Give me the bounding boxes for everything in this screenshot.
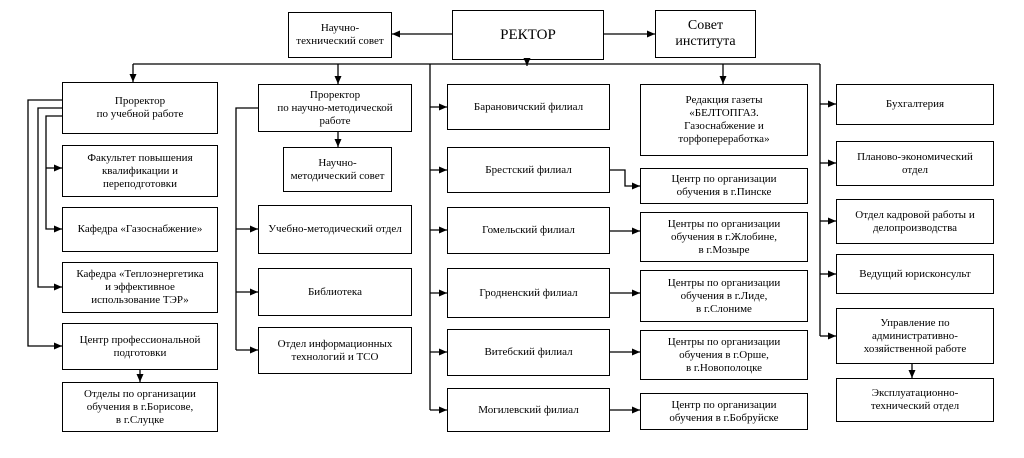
administration-unit-box: Управление по административно- хозяйстве… [836, 308, 994, 364]
branch-box: Витебский филиал [447, 329, 610, 376]
methodical-council-label: Научно- методический совет [290, 156, 385, 182]
academic-unit-box: Кафедра «Газоснабжение» [62, 207, 218, 252]
training-departments-label: Отделы по организации обучения в г.Борис… [84, 387, 196, 426]
branch-box: Гродненский филиал [447, 268, 610, 318]
administration-unit-box: Планово-экономический отдел [836, 141, 994, 186]
administration-unit-label: Бухгалтерия [885, 98, 945, 110]
methodical-unit-box: Библиотека [258, 268, 412, 316]
training-center-box: Центр по организации обучения в г.Бобруй… [640, 393, 808, 430]
academic-unit-label: Кафедра «Теплоэнергетика и эффективное и… [76, 268, 204, 306]
academic-unit-label: Кафедра «Газоснабжение» [77, 223, 203, 235]
methodical-prorector-box: Проректор по научно-методической работе [258, 84, 412, 132]
academic-unit-label: Центр профессиональной подготовки [79, 333, 201, 359]
branch-box: Барановичский филиал [447, 84, 610, 130]
training-center-label: Центры по организации обучения в г.Орше,… [667, 335, 781, 374]
branch-label: Гродненский филиал [479, 286, 578, 299]
training-center-box: Центры по организации обучения в г.Лиде,… [640, 270, 808, 322]
methodical-unit-label: Отдел информационных технологий и ТСО [277, 337, 393, 363]
academic-unit-box: Факультет повышения квалификации и переп… [62, 145, 218, 197]
connector-arrow [45, 115, 62, 233]
administration-unit-box: Ведущий юрисконсульт [836, 254, 994, 294]
administration-unit-label: Отдел кадровой работы и делопроизводства [855, 208, 975, 234]
methodical-council-box: Научно- методический совет [283, 147, 392, 192]
administration-unit-box: Бухгалтерия [836, 84, 994, 125]
methodical-unit-label: Библиотека [307, 285, 362, 298]
rector-label: РЕКТОР [500, 27, 556, 43]
academic-prorector-label: Проректор по учебной работе [96, 95, 184, 120]
branch-box: Могилевский филиал [447, 388, 610, 432]
newspaper-editorial-label: Редакция газеты «БЕЛТОПГАЗ. Газоснабжени… [678, 94, 770, 145]
branch-label: Барановичский филиал [473, 100, 584, 113]
training-center-box: Центры по организации обучения в г.Орше,… [640, 330, 808, 380]
branch-label: Могилевский филиал [478, 403, 579, 416]
administration-unit-label: Управление по административно- хозяйстве… [863, 316, 967, 355]
training-center-box: Центр по организации обучения в г.Пинске [640, 168, 808, 204]
administration-unit-label: Планово-экономический отдел [857, 150, 973, 176]
connector-arrow [37, 107, 62, 291]
branch-label: Гомельский филиал [482, 224, 575, 236]
institute-council-label: Совет института [675, 18, 736, 49]
administration-unit-label: Ведущий юрисконсульт [859, 267, 971, 280]
academic-unit-box: Кафедра «Теплоэнергетика и эффективное и… [62, 262, 218, 313]
rector-box: РЕКТОР [452, 10, 604, 60]
training-center-box: Центры по организации обучения в г.Жлоби… [640, 212, 808, 262]
technical-department-label: Эксплуатационно- технический отдел [870, 387, 960, 412]
connector-line [235, 107, 258, 350]
scientific-technical-council-box: Научно- технический совет [288, 12, 392, 58]
branch-label: Брестский филиал [485, 163, 572, 176]
connector-arrow [610, 169, 640, 190]
academic-unit-box: Центр профессиональной подготовки [62, 323, 218, 370]
academic-unit-label: Факультет повышения квалификации и переп… [87, 151, 193, 190]
training-departments-box: Отделы по организации обучения в г.Борис… [62, 382, 218, 432]
methodical-prorector-label: Проректор по научно-методической работе [277, 88, 393, 127]
branch-box: Гомельский филиал [447, 207, 610, 254]
branch-box: Брестский филиал [447, 147, 610, 193]
branch-label: Витебский филиал [484, 346, 573, 358]
newspaper-editorial-box: Редакция газеты «БЕЛТОПГАЗ. Газоснабжени… [640, 84, 808, 156]
connector-arrow [27, 99, 62, 350]
scientific-technical-council-label: Научно- технический совет [296, 22, 384, 47]
training-center-label: Центр по организации обучения в г.Бобруй… [669, 398, 779, 424]
administration-unit-box: Отдел кадровой работы и делопроизводства [836, 199, 994, 244]
methodical-unit-box: Учебно-методический отдел [258, 205, 412, 254]
methodical-unit-label: Учебно-методический отдел [268, 223, 402, 235]
training-center-label: Центры по организации обучения в г.Лиде,… [667, 276, 781, 315]
technical-department-box: Эксплуатационно- технический отдел [836, 378, 994, 422]
methodical-unit-box: Отдел информационных технологий и ТСО [258, 327, 412, 374]
academic-prorector-box: Проректор по учебной работе [62, 82, 218, 134]
institute-council-box: Совет института [655, 10, 756, 58]
training-center-label: Центр по организации обучения в г.Пинске [671, 173, 777, 198]
training-center-label: Центры по организации обучения в г.Жлоби… [667, 217, 781, 256]
